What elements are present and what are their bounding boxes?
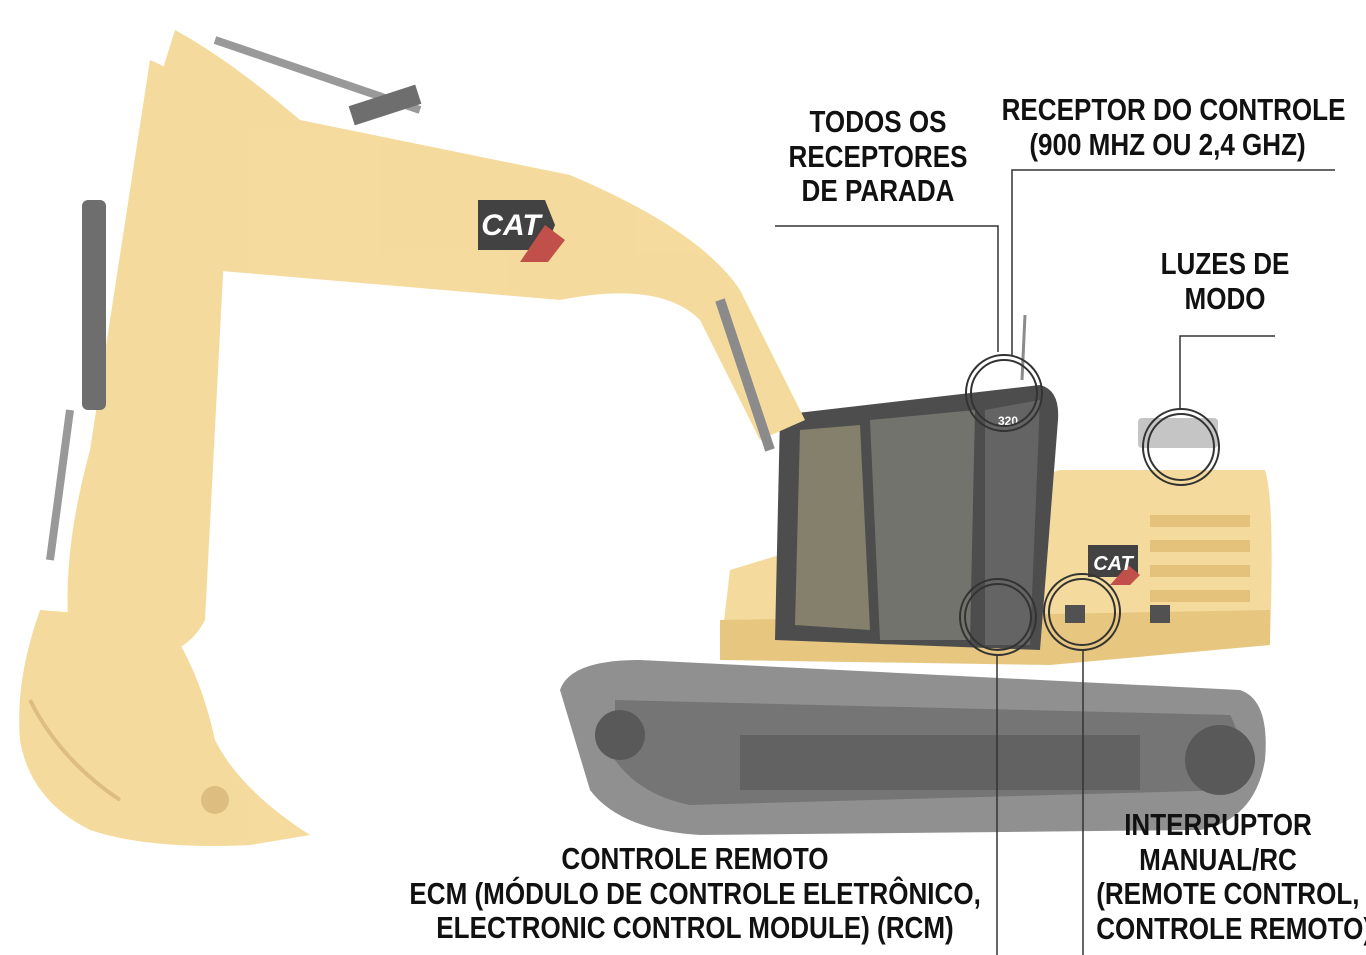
callout-line: RECEPTOR DO CONTROLE — [1001, 92, 1346, 127]
callout-line: ECM (MÓDULO DE CONTROLE ELETRÔNICO, — [409, 875, 981, 911]
cat-logo-small-text: CAT — [1093, 553, 1134, 575]
target-circles — [959, 354, 1220, 656]
circle-stop-receivers — [965, 354, 1043, 432]
callout-line: DE PARADA — [801, 173, 955, 209]
leader-stop-receivers — [775, 225, 999, 352]
callout-manual-switch: INTERRUPTOR MANUAL/RC (REMOTE CONTROL, C… — [1096, 807, 1366, 947]
circle-mode-lights — [1142, 408, 1220, 486]
excavator-machine: CAT CAT 320 — [19, 30, 1272, 846]
callout-stop-receivers: TODOS OS RECEPTORES DE PARADA — [786, 104, 971, 209]
leader-lines — [775, 169, 1335, 955]
bucket — [19, 610, 311, 846]
circle-remote-ecm — [959, 578, 1037, 656]
cat-logo: CAT — [478, 200, 565, 262]
callout-line: MODO — [1184, 280, 1266, 316]
stick-arm — [46, 60, 230, 660]
callout-line: ELECTRONIC CONTROL MODULE) (RCM) — [436, 910, 954, 946]
callout-line: MANUAL/RC — [1139, 841, 1297, 877]
leader-mode-lights — [1179, 335, 1275, 410]
callout-line: CONTROLE REMOTO — [561, 841, 829, 876]
callout-line: (REMOTE CONTROL, — [1096, 876, 1360, 912]
leader-control-receiver — [1011, 169, 1335, 356]
callout-control-receiver: RECEPTOR DO CONTROLE (900 MHZ OU 2,4 GHZ… — [1001, 92, 1346, 162]
callout-line: (900 MHZ OU 2,4 GHZ) — [1029, 126, 1306, 162]
callout-mode-lights: LUZES DE MODO — [1141, 246, 1309, 316]
cat-logo-small: CAT — [1088, 545, 1140, 585]
callout-line: INTERRUPTOR — [1124, 807, 1312, 842]
callout-line: RECEPTORES — [788, 138, 968, 174]
cat-logo-text: CAT — [481, 209, 543, 242]
callout-remote-ecm: CONTROLE REMOTO ECM (MÓDULO DE CONTROLE … — [409, 841, 981, 946]
callout-line: CONTROLE REMOTO) — [1096, 911, 1366, 947]
callout-line: TODOS OS — [809, 104, 947, 139]
boom — [150, 30, 805, 452]
circle-manual-switch — [1043, 573, 1121, 651]
callout-line: LUZES DE — [1160, 246, 1290, 281]
